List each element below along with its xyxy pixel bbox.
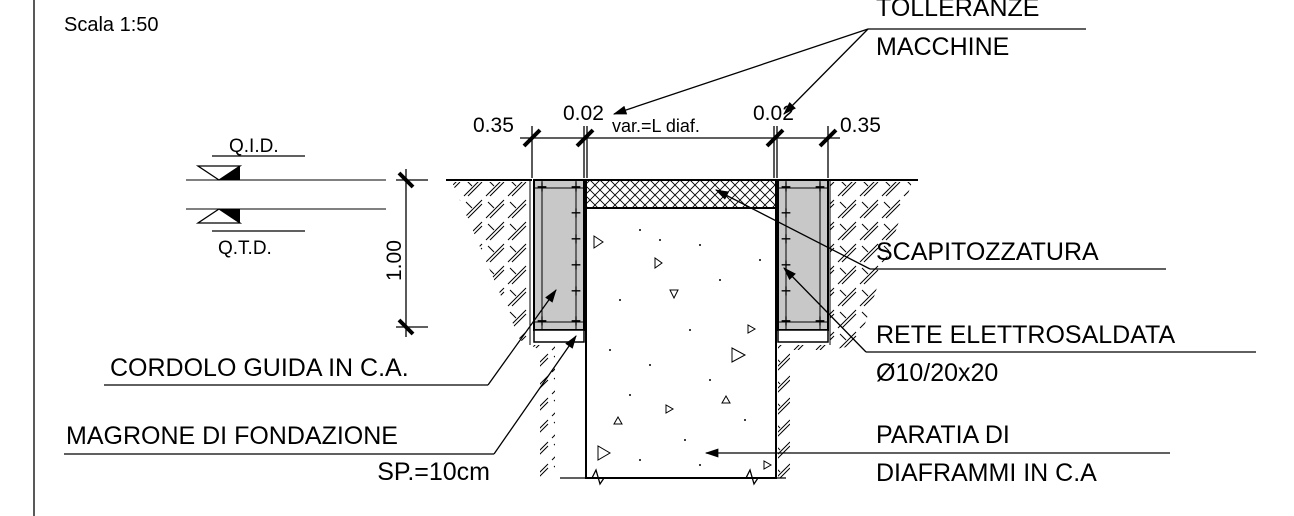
svg-text:+: + (781, 177, 792, 197)
svg-text:+: + (571, 311, 582, 331)
svg-text:+: + (815, 177, 826, 197)
level-markers: Q.I.D. Q.T.D. (186, 136, 386, 259)
qtd-label: Q.T.D. (218, 238, 272, 259)
scapitozzatura-label: SCAPITOZZATURA (876, 238, 1099, 266)
svg-text:+: + (571, 229, 582, 249)
tolleranze-line2: MACCHINE (876, 33, 1009, 61)
cordolo-callout: CORDOLO GUIDA IN C.A. (104, 289, 557, 386)
svg-text:+: + (815, 311, 826, 331)
scale-label: Scala 1:50 (64, 14, 159, 36)
dim-left-cordolo: 0.35 (473, 114, 514, 137)
paratia-callout: PARATIA DI DIAFRAMMI IN C.A (704, 421, 1170, 487)
svg-text:+: + (781, 229, 792, 249)
svg-text:+: + (571, 203, 582, 223)
qid-label: Q.I.D. (229, 136, 279, 157)
depth-label: 1.00 (383, 240, 406, 281)
depth-dimension: 1.00 (383, 169, 428, 337)
left-cordolo: + + + + + + + + (533, 177, 585, 343)
scapitozzatura-zone (585, 179, 777, 209)
magrone-callout: MAGRONE DI FONDAZIONE SP.=10cm (64, 335, 577, 486)
cordolo-label: CORDOLO GUIDA IN C.A. (110, 354, 409, 382)
right-cordolo: + + + + + + + + (777, 177, 829, 343)
dim-left-tolerance: 0.02 (563, 102, 604, 125)
paratia-line2: DIAFRAMMI IN C.A (876, 459, 1097, 487)
svg-text:+: + (537, 311, 548, 331)
top-dimensions: 0.35 0.02 var.=L diaf. 0.02 0.35 (473, 102, 881, 178)
dim-right-tolerance: 0.02 (753, 102, 794, 125)
magrone-line1: MAGRONE DI FONDAZIONE (66, 422, 398, 450)
rete-callout: RETE ELETTROSALDATA Ø10/20x20 (783, 267, 1256, 387)
svg-text:+: + (571, 281, 582, 301)
tolleranze-line1: TOLLERANZE (876, 0, 1039, 22)
dim-diaphragm: var.=L diaf. (612, 116, 700, 136)
svg-text:+: + (537, 177, 548, 197)
svg-text:+: + (781, 255, 792, 275)
svg-text:+: + (781, 311, 792, 331)
paratia-line1: PARATIA DI (876, 421, 1010, 449)
diaphragm-panel (560, 179, 786, 486)
svg-text:+: + (571, 255, 582, 275)
dim-right-cordolo: 0.35 (840, 114, 881, 137)
svg-text:+: + (571, 177, 582, 197)
rete-line2: Ø10/20x20 (876, 359, 998, 387)
svg-text:+: + (781, 203, 792, 223)
rete-line1: RETE ELETTROSALDATA (876, 321, 1175, 349)
scapitozzatura-callout: SCAPITOZZATURA (714, 189, 1166, 270)
magrone-line2: SP.=10cm (377, 458, 490, 486)
svg-text:+: + (781, 281, 792, 301)
tolleranze-callout: TOLLERANZE MACCHINE (612, 0, 1086, 115)
